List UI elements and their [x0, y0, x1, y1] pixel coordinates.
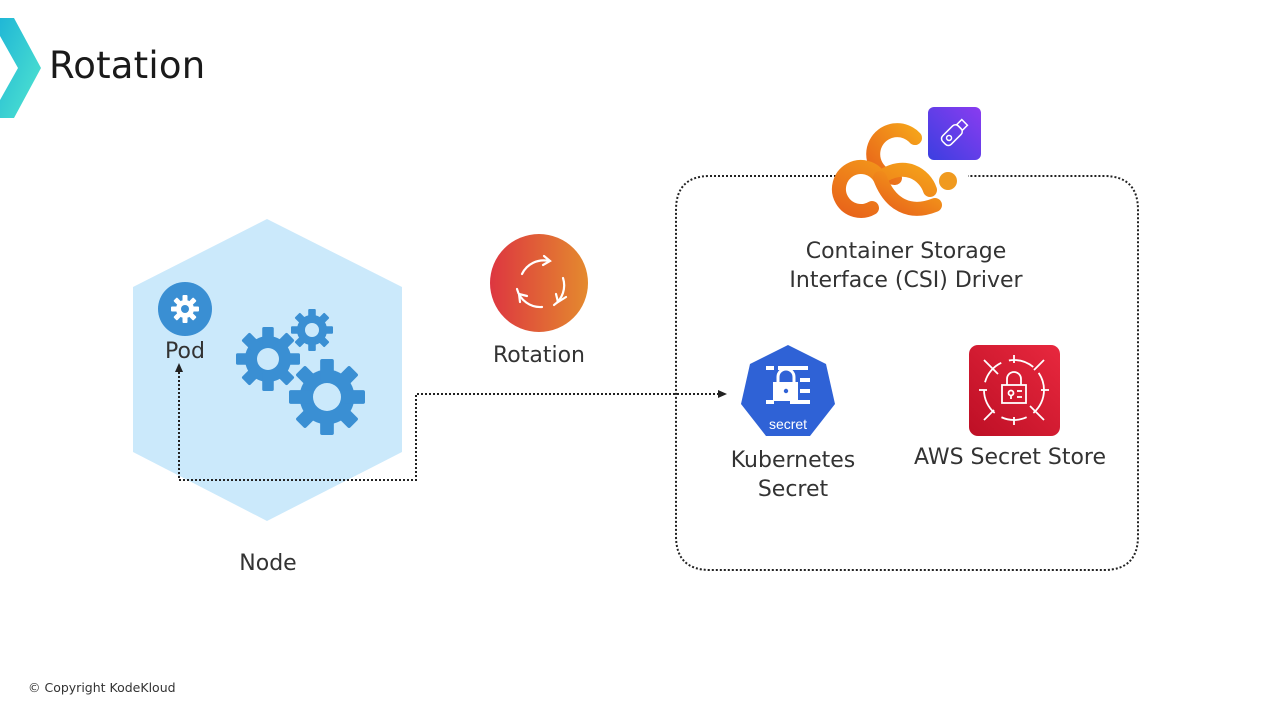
arrowhead-to-pod — [175, 363, 183, 372]
sync-flow-line — [178, 372, 720, 481]
node-label: Node — [239, 551, 297, 576]
k8s-secret-badge-text: secret — [769, 416, 807, 432]
rotation-label: Rotation — [492, 343, 585, 368]
brand-chevron-icon — [0, 18, 41, 118]
copyright-notice: © Copyright KodeKloud — [28, 680, 176, 695]
k8s-secret-label-line1: Kubernetes — [730, 448, 856, 473]
k8s-secret-label: Kubernetes Secret — [713, 446, 873, 504]
arrowhead-to-k8s-secret — [718, 390, 727, 398]
pod-label: Pod — [165, 339, 205, 364]
slide-title: Rotation — [49, 44, 206, 87]
csi-driver-label-line1: Container Storage — [805, 239, 1007, 264]
csi-driver-label-line2: Interface (CSI) Driver — [789, 268, 1023, 293]
aws-secret-store-label: AWS Secret Store — [913, 445, 1107, 470]
k8s-secret-label-line2: Secret — [757, 477, 829, 502]
csi-driver-label: Container Storage Interface (CSI) Driver — [756, 237, 1056, 295]
